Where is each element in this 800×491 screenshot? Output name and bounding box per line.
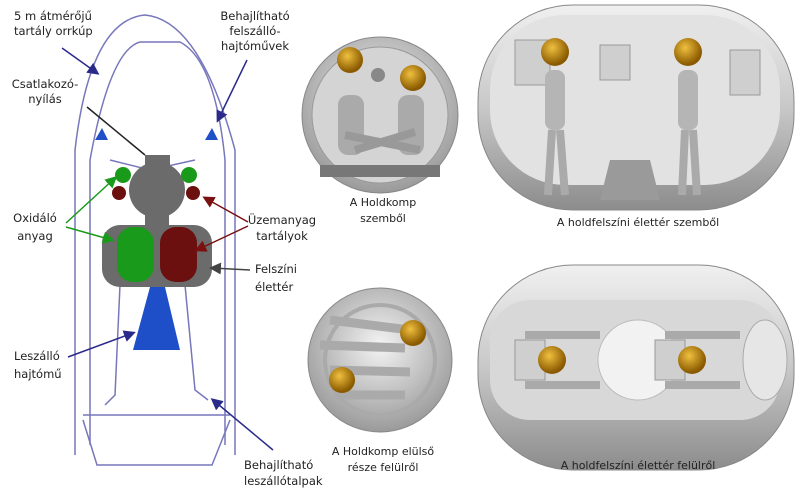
- render-habitat-top: [477, 264, 795, 471]
- astronaut-helmet: [678, 346, 706, 374]
- astronaut-helmet: [400, 65, 426, 91]
- astronaut-helmet: [337, 47, 363, 73]
- caption-habitat-front: A holdfelszíni élettér szemből: [557, 216, 719, 229]
- leader-arrows: [61, 47, 274, 451]
- render-lander-front: [301, 36, 459, 194]
- astronaut-helmet: [541, 38, 569, 66]
- render-habitat-front: [477, 4, 795, 211]
- lander-components: [95, 128, 218, 350]
- astronaut-helmet: [674, 38, 702, 66]
- ascent-engine-right: [205, 128, 218, 140]
- astronaut-helmet: [329, 367, 355, 393]
- fairing-outer: [74, 14, 236, 455]
- astronaut-helmet: [538, 346, 566, 374]
- descent-engine: [133, 287, 180, 350]
- fuel-tank: [160, 227, 197, 282]
- oxidizer-tank: [117, 227, 154, 282]
- render-lander-top: [307, 287, 453, 433]
- caption-habitat-top: A holdfelszíni élettér felülről: [561, 459, 716, 472]
- crew-cabin: [129, 162, 185, 218]
- ascent-engine-left: [95, 128, 108, 140]
- astronaut-helmet: [400, 320, 426, 346]
- label-docking-port: Csatlakozó-nyílás: [12, 77, 79, 106]
